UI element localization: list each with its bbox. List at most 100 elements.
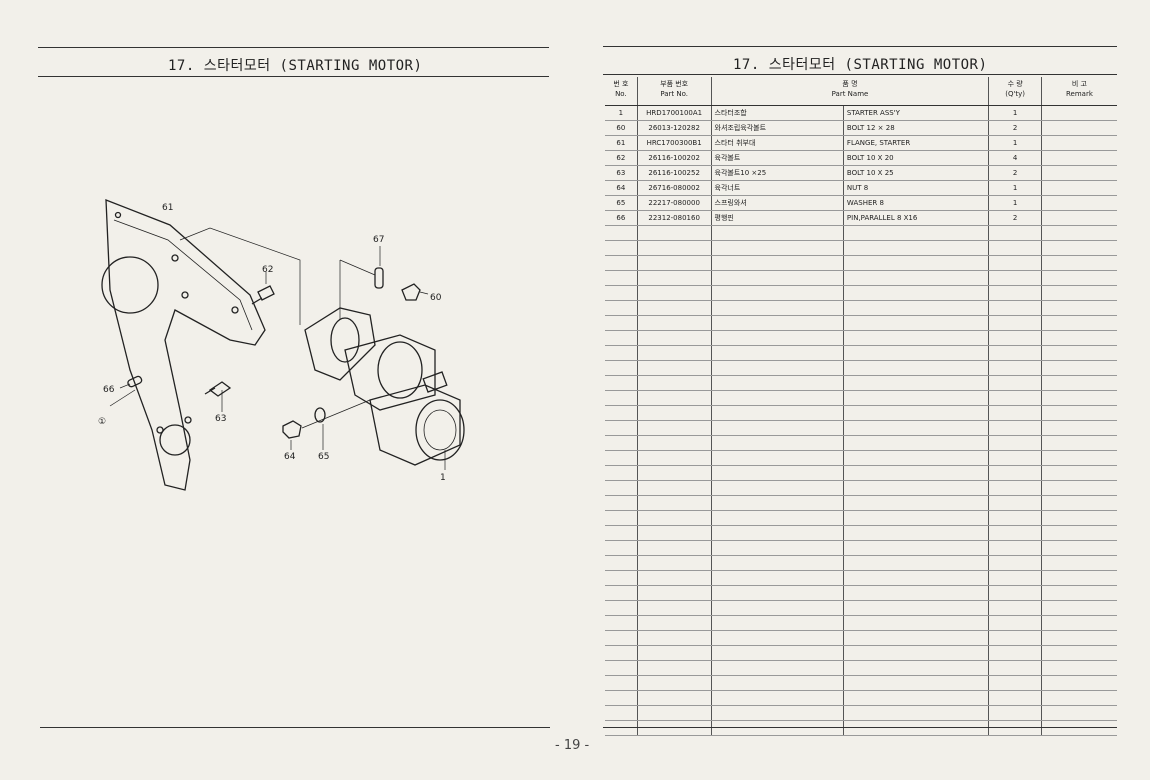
empty-cell <box>1040 255 1117 271</box>
empty-cell <box>842 255 989 271</box>
empty-cell <box>636 570 712 586</box>
empty-table-row <box>605 585 1117 601</box>
cell-remark <box>1040 165 1117 181</box>
empty-cell <box>1040 300 1117 316</box>
empty-cell <box>710 675 844 691</box>
empty-cell <box>1040 315 1117 331</box>
empty-cell <box>636 270 712 286</box>
empty-cell <box>636 435 712 451</box>
empty-table-row <box>605 660 1117 676</box>
left-bottom-rule <box>40 727 550 728</box>
empty-cell <box>842 480 989 496</box>
empty-cell <box>636 465 712 481</box>
empty-cell <box>1040 435 1117 451</box>
empty-cell <box>1040 390 1117 406</box>
empty-cell <box>1040 690 1117 706</box>
cell-name-kr: 스타터 취부대 <box>710 135 844 151</box>
empty-cell <box>988 315 1042 331</box>
empty-cell <box>710 315 844 331</box>
empty-cell <box>636 690 712 706</box>
cell-part: 22312-080160 <box>636 210 712 226</box>
empty-cell <box>710 225 844 241</box>
empty-cell <box>605 690 638 706</box>
empty-cell <box>710 570 844 586</box>
empty-cell <box>605 585 638 601</box>
empty-cell <box>988 570 1042 586</box>
empty-cell <box>988 435 1042 451</box>
empty-table-row <box>605 285 1117 301</box>
empty-cell <box>988 555 1042 571</box>
empty-cell <box>605 615 638 631</box>
empty-cell <box>842 405 989 421</box>
empty-cell <box>636 555 712 571</box>
empty-cell <box>605 450 638 466</box>
empty-cell <box>636 660 712 676</box>
empty-table-row <box>605 465 1117 481</box>
empty-cell <box>1040 630 1117 646</box>
empty-cell <box>842 705 989 721</box>
cell-qty: 1 <box>988 180 1042 196</box>
empty-table-row <box>605 540 1117 556</box>
cell-remark <box>1040 135 1117 151</box>
empty-cell <box>842 270 989 286</box>
cell-part: 22217-080000 <box>636 195 712 211</box>
empty-cell <box>605 645 638 661</box>
empty-cell <box>842 450 989 466</box>
empty-cell <box>988 270 1042 286</box>
empty-table-row <box>605 375 1117 391</box>
empty-cell <box>710 330 844 346</box>
empty-table-row <box>605 720 1117 736</box>
callout-63: 63 <box>215 414 226 424</box>
empty-cell <box>636 645 712 661</box>
empty-table-row <box>605 510 1117 526</box>
empty-cell <box>636 540 712 556</box>
empty-cell <box>605 675 638 691</box>
empty-cell <box>605 600 638 616</box>
empty-table-row <box>605 480 1117 496</box>
empty-cell <box>842 420 989 436</box>
empty-cell <box>605 555 638 571</box>
cell-part: 26116-100202 <box>636 150 712 166</box>
empty-cell <box>636 225 712 241</box>
empty-cell <box>636 345 712 361</box>
cell-name-en: BOLT 10 X 25 <box>842 165 989 181</box>
empty-cell <box>842 240 989 256</box>
empty-cell <box>988 630 1042 646</box>
callout-1: 1 <box>440 473 446 483</box>
cell-remark <box>1040 210 1117 226</box>
empty-cell <box>1040 240 1117 256</box>
empty-cell <box>842 510 989 526</box>
empty-cell <box>710 255 844 271</box>
empty-cell <box>710 300 844 316</box>
empty-cell <box>636 525 712 541</box>
empty-cell <box>1040 450 1117 466</box>
empty-cell <box>1040 525 1117 541</box>
empty-table-row <box>605 525 1117 541</box>
empty-cell <box>605 360 638 376</box>
empty-cell <box>710 360 844 376</box>
empty-cell <box>1040 270 1117 286</box>
cell-name-kr: 육각너트 <box>710 180 844 196</box>
empty-cell <box>636 600 712 616</box>
empty-table-row <box>605 645 1117 661</box>
callout-66: 66 <box>103 385 115 395</box>
empty-cell <box>1040 465 1117 481</box>
cell-qty: 2 <box>988 165 1042 181</box>
empty-cell <box>710 420 844 436</box>
empty-table-row <box>605 600 1117 616</box>
empty-cell <box>988 390 1042 406</box>
empty-cell <box>988 495 1042 511</box>
empty-cell <box>1040 540 1117 556</box>
empty-cell <box>636 450 712 466</box>
empty-cell <box>988 345 1042 361</box>
empty-cell <box>710 630 844 646</box>
empty-cell <box>1040 645 1117 661</box>
empty-cell <box>988 510 1042 526</box>
empty-cell <box>988 300 1042 316</box>
empty-table-row <box>605 300 1117 316</box>
cell-name-en: BOLT 10 X 20 <box>842 150 989 166</box>
